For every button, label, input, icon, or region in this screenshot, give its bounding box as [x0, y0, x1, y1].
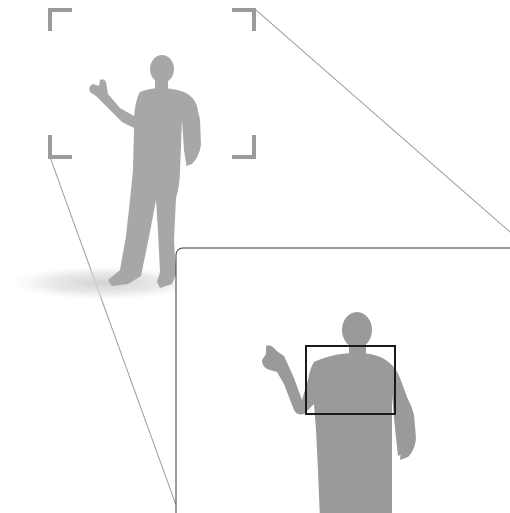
frame-corner-bottom-left [50, 135, 72, 157]
frame-corner-top-left [50, 10, 72, 31]
frame-corner-bottom-right [232, 135, 254, 157]
guide-line-top [256, 10, 510, 232]
zoomed-viewfinder-panel [176, 248, 510, 513]
frame-corner-top-right [232, 10, 254, 31]
